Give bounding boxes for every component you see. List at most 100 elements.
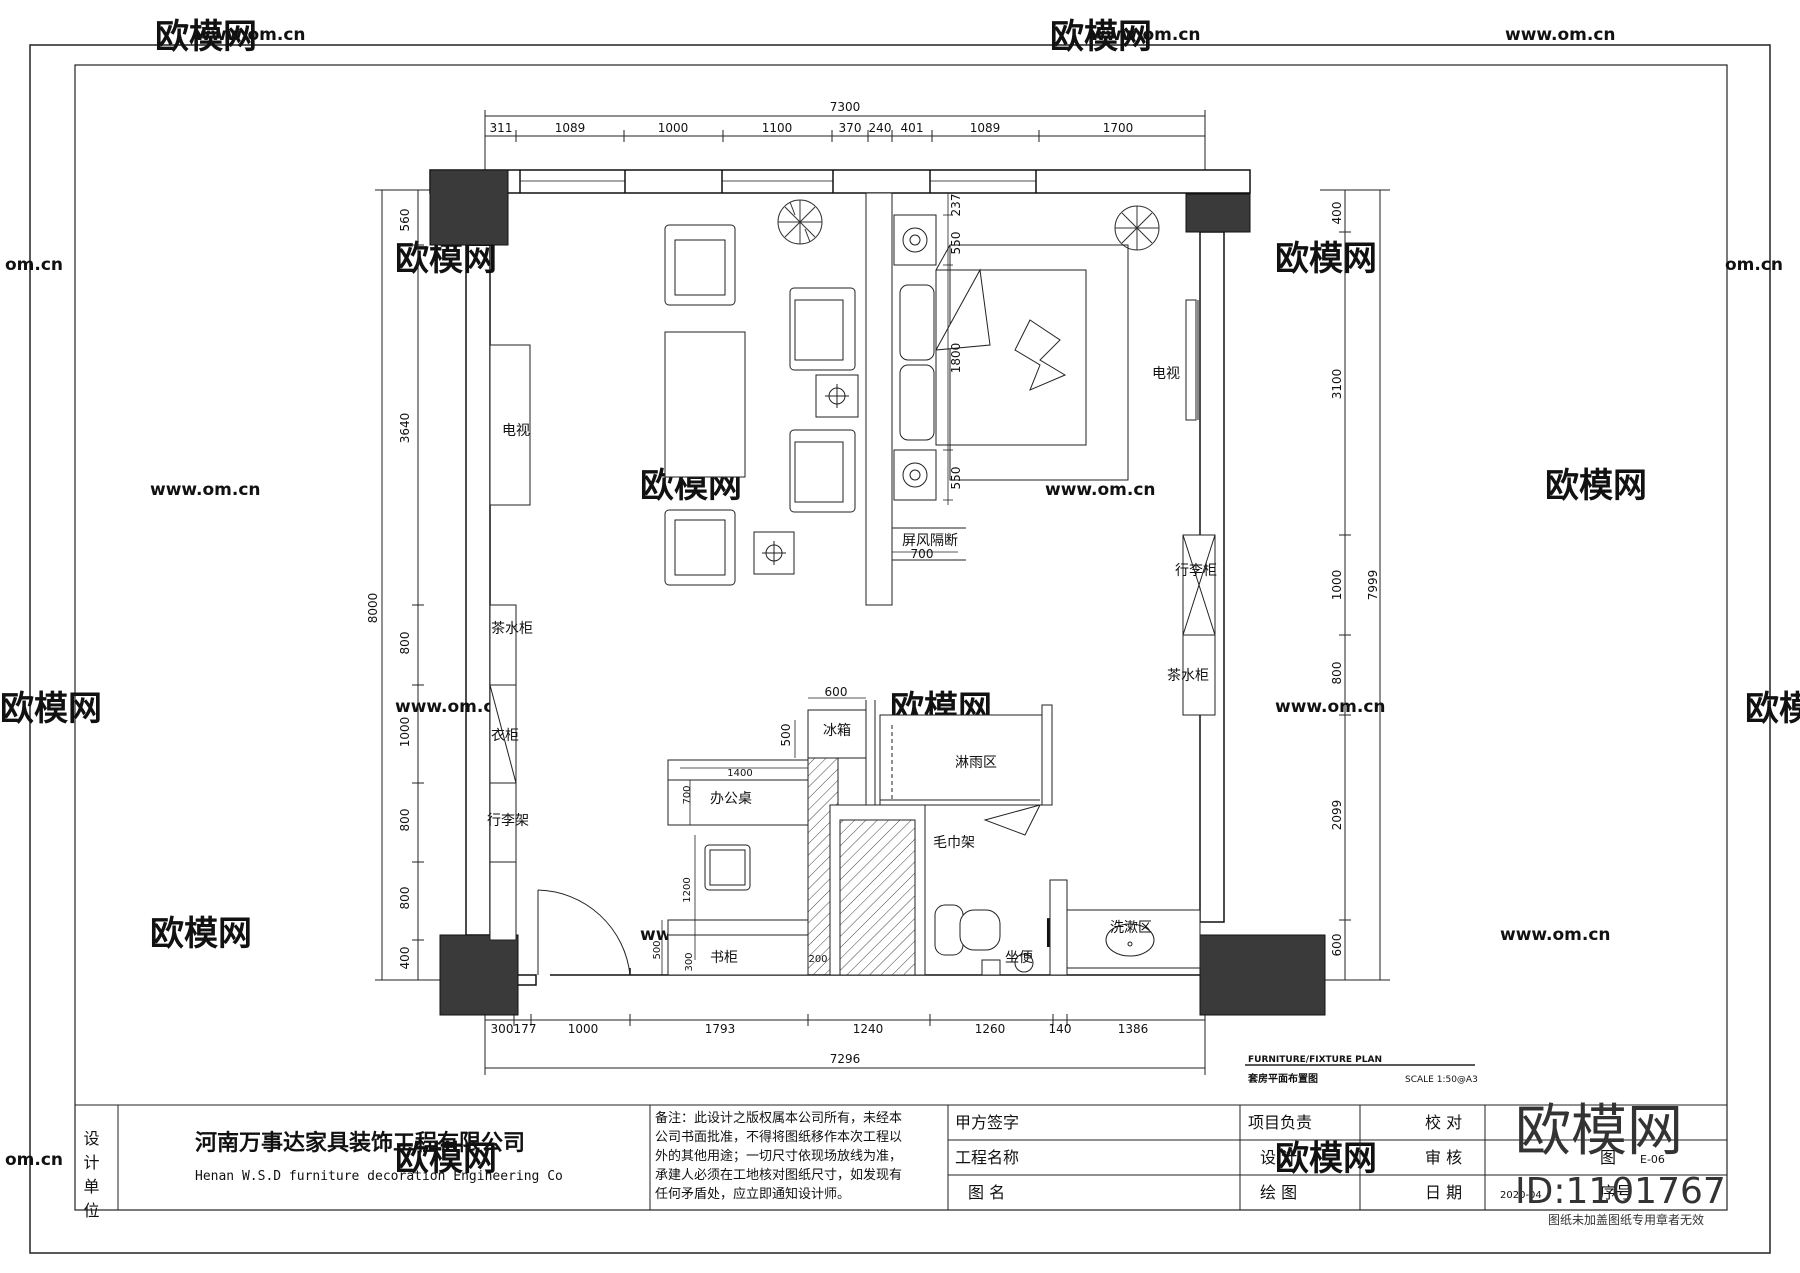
dim-label: 240 (869, 121, 892, 135)
watermark-url: www.om.cn (195, 25, 306, 45)
watermark-url: www.om.cn (1045, 480, 1156, 500)
dim-label: 311 (490, 121, 513, 135)
label-luggage-cabinet: 行李柜 (1175, 563, 1217, 579)
dim-label: 300 (491, 1022, 514, 1036)
bedroom-furniture (893, 214, 1197, 501)
design-label: 设 计 (1260, 1148, 1297, 1167)
left-dimension-labels: 8000 560 3640 800 1000 800 800 400 (366, 209, 412, 970)
dim-label: 1386 (1118, 1022, 1149, 1036)
dim-label: 550 (949, 467, 963, 490)
dim-label: 700 (682, 785, 693, 804)
watermark-url: www.om.cn (150, 480, 261, 500)
right-dimensions (1320, 189, 1390, 981)
title-block-text: 设计单位 河南万事达家具装饰工程有限公司 Henan W.S.D furnitu… (81, 1110, 1665, 1226)
label-toilet: 坐便 (1005, 950, 1033, 966)
total-height-left: 8000 (366, 593, 380, 624)
company-name-cn: 河南万事达家具装饰工程有限公司 (195, 1130, 525, 1156)
dim-label: 140 (1049, 1022, 1072, 1036)
note-line: 任何矛盾处，应立即通知设计师。 (655, 1186, 850, 1202)
total-width-bottom: 7296 (830, 1052, 861, 1066)
dim-label: 237 (949, 194, 963, 217)
dim-label: 400 (1330, 202, 1344, 225)
drawn-label: 绘 图 (1260, 1183, 1297, 1202)
drawing-no-value: E-06 (1640, 1153, 1665, 1166)
right-dimension-labels: 400 3100 1000 800 2099 600 7999 (1330, 202, 1380, 957)
project-lead-label: 项目负责 (1248, 1113, 1312, 1132)
bedroom-dim-labels: 237 550 1800 550 700 (911, 194, 963, 561)
label-tea-cabinet-right: 茶水柜 (1167, 668, 1209, 684)
plan-title-en: FURNITURE/FIXTURE PLAN (1248, 1055, 1382, 1065)
watermark-url: www.om.cn (1500, 925, 1611, 945)
label-shower: 淋雨区 (955, 755, 997, 771)
dim-label: 1240 (853, 1022, 884, 1036)
dim-label: 550 (949, 232, 963, 255)
dim-label: 400 (398, 947, 412, 970)
stamp-note: 图纸未加盖图纸专用章者无效 (1548, 1212, 1704, 1227)
dim-label: 1200 (682, 877, 693, 902)
dim-label: 300 (684, 952, 695, 971)
label-luggage-rack: 行李架 (487, 813, 529, 829)
dim-label: 600 (1330, 934, 1344, 957)
watermark-brand: 欧模网 (1745, 689, 1800, 729)
watermark-brand: 欧模网 (0, 689, 102, 729)
top-dimensions (484, 110, 1206, 170)
design-unit-label: 设计单位 (81, 1130, 100, 1226)
check-label: 校 对 (1425, 1113, 1462, 1132)
label-wardrobe: 衣柜 (491, 728, 519, 744)
columns (429, 169, 1326, 1016)
dim-label: 700 (911, 547, 934, 561)
plan-title-cn: 套房平面布置图 (1247, 1072, 1318, 1085)
brand-stamp: 欧模网 ID:1101767 图纸未加盖图纸专用章者无效 (1515, 1099, 1726, 1227)
note-line: 备注：此设计之版权属本公司所有，未经本 (655, 1110, 902, 1126)
dim-label: 401 (901, 121, 924, 135)
total-width-top: 7300 (830, 100, 861, 114)
seq-no-label: 序号 (1600, 1183, 1632, 1202)
label-tv-left: 电视 (502, 423, 530, 439)
dim-label: 1000 (398, 717, 412, 748)
dim-label: 1000 (658, 121, 689, 135)
label-tv-right: 电视 (1152, 366, 1180, 382)
note-line: 公司书面批准，不得将图纸移作本次工程以 (655, 1129, 902, 1145)
label-office-desk: 办公桌 (710, 791, 752, 807)
left-dimensions (375, 189, 440, 981)
dim-label: 1000 (1330, 570, 1344, 601)
bottom-dimension-labels: 300 177 1000 1793 1240 1260 140 1386 729… (491, 1022, 1149, 1066)
brand-logo-text: 欧模网 (1515, 1099, 1683, 1164)
bedroom-dims (892, 193, 958, 553)
plant-icon (777, 199, 1160, 251)
watermark-brand: 欧模网 (150, 914, 252, 954)
dim-label: 177 (514, 1022, 537, 1036)
brand-id: ID:1101767 (1515, 1171, 1726, 1212)
watermark-url: om.cn (5, 1150, 63, 1170)
dim-label: 1089 (555, 121, 586, 135)
label-towel-rack: 毛巾架 (933, 835, 975, 851)
total-height-right: 7999 (1366, 570, 1380, 601)
label-wash-area: 洗漱区 (1110, 920, 1152, 936)
office-dim-labels: 600 500 1400 700 1200 300 500 200 (652, 685, 847, 972)
watermark-url: www.om.cn (1275, 697, 1386, 717)
dim-label: 3100 (1330, 369, 1344, 400)
dim-label: 3640 (398, 413, 412, 444)
dim-label: 600 (825, 685, 848, 699)
dim-label: 200 (808, 954, 827, 965)
watermark-brand: 欧模网 (1050, 17, 1152, 57)
watermark-layer: 欧模网 www.om.cn 欧模网 www.om.cn www.om.cn 欧模… (0, 17, 1800, 1179)
dim-label: 500 (652, 940, 663, 959)
dim-label: 800 (398, 887, 412, 910)
room-labels: 电视 电视 屏风隔断 行李柜 茶水柜 茶水柜 衣柜 行李架 冰箱 淋雨区 办公桌… (487, 366, 1217, 966)
watermark-brand: 欧模网 (395, 1139, 497, 1179)
plan-title: FURNITURE/FIXTURE PLAN 套房平面布置图 SCALE 1:5… (1245, 1055, 1478, 1085)
watermark-url: om.cn (1725, 255, 1783, 275)
dim-label: 1100 (762, 121, 793, 135)
bottom-dimensions (484, 1010, 1206, 1075)
dim-label: 560 (398, 209, 412, 232)
date-value: 2020-04 (1500, 1190, 1542, 1201)
dim-label: 370 (839, 121, 862, 135)
company-name-en: Henan W.S.D furniture decoration Enginee… (195, 1169, 563, 1184)
living-furniture (489, 192, 966, 606)
watermark-brand: 欧模网 (155, 17, 257, 57)
note-line: 承建人必须在工地核对图纸尺寸，如发现有 (655, 1167, 902, 1183)
dim-label: 1793 (705, 1022, 736, 1036)
dim-label: 1700 (1103, 121, 1134, 135)
